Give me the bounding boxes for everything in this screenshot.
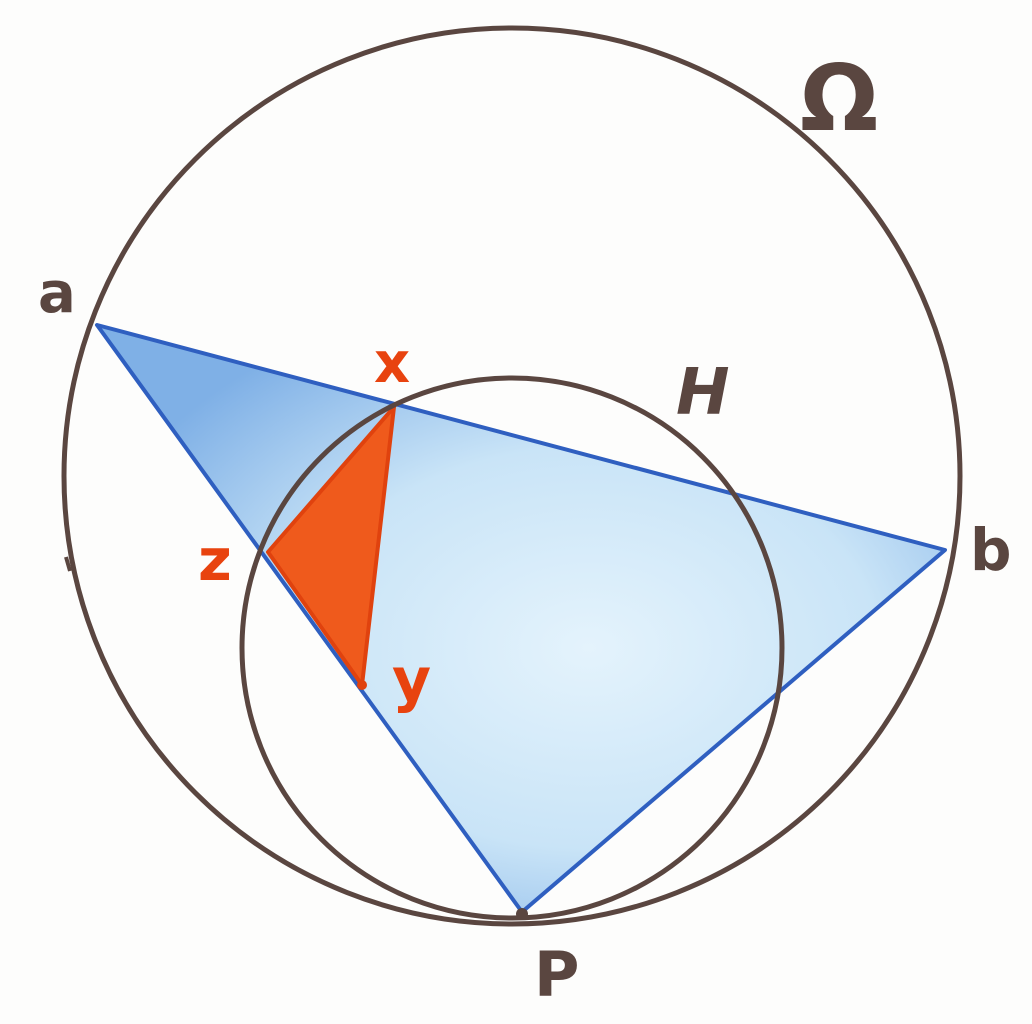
label-z: z [198,526,232,594]
label-p: P [534,938,579,1011]
point-y-dot [357,680,367,690]
label-y: y [392,645,431,715]
label-a: a [38,261,76,326]
label-b: b [970,516,1012,584]
triangle-xyz [268,407,394,685]
circle-omega [61,25,963,927]
triangle-xyz-outline [266,405,396,687]
point-p-dot [516,908,528,920]
triangle-abp [95,323,947,914]
label-omega: Ω [800,45,878,152]
circle-h [239,375,785,921]
tick-mark-left [64,556,72,572]
label-x: x [374,331,410,396]
label-h: H [676,356,730,430]
